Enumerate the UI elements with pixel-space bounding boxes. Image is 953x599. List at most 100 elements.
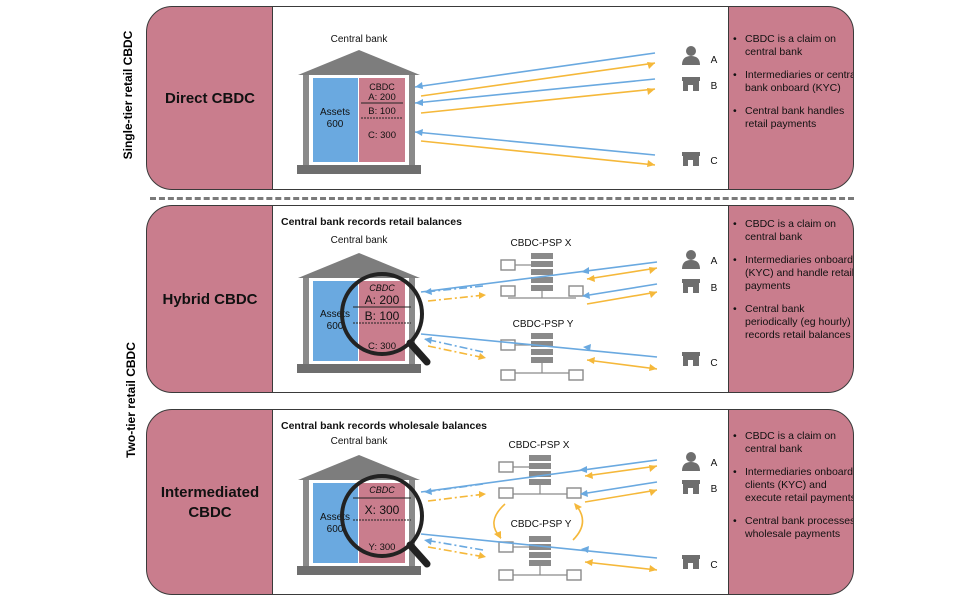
arrowhead [494, 531, 501, 539]
cbdc-ledger-block [359, 483, 405, 563]
hybrid-cbdc-diagram: Central bank records retail balances Cen… [281, 216, 718, 381]
arrow-orange [584, 465, 658, 477]
panel-title: Hybrid CBDC [162, 291, 258, 308]
shop-icon [682, 480, 700, 494]
magnifier-icon [340, 272, 431, 366]
building-roof [298, 253, 420, 278]
building-roof [298, 455, 420, 480]
two-tier-label: Two-tier retail CBDC [124, 342, 138, 458]
arrowhead [649, 565, 657, 572]
user-label: B [711, 484, 718, 495]
arrowhead [574, 503, 582, 510]
assets-label: Assets [320, 107, 350, 118]
arrow-blue [420, 333, 658, 358]
arrowhead [580, 490, 588, 497]
intermediated-cbdc-diagram: Central bank records wholesale balances … [281, 420, 718, 581]
arrow-orange [420, 88, 656, 114]
diagram-canvas: Central bank records retail balances Cen… [272, 206, 729, 392]
assets-label: Assets [320, 512, 350, 523]
building-label: Central bank [331, 34, 389, 45]
shop-icon [682, 77, 700, 91]
note-item: Central bank handles retail payments [733, 105, 853, 131]
arrowhead [585, 559, 593, 566]
shop-icon [682, 555, 700, 569]
building-column-left [303, 278, 309, 364]
direct-cbdc-panel: Direct CBDC Central bank Assets 600 CBDC… [146, 6, 854, 190]
single-tier-label: Single-tier retail CBDC [121, 30, 135, 160]
building-label: Central bank [331, 235, 389, 246]
building-base [297, 165, 421, 174]
user-label: C [710, 560, 717, 571]
arrowhead [649, 364, 657, 371]
cbdc-ledger-block [359, 281, 405, 361]
building-column-left [303, 480, 309, 566]
ledger-row: A: 200 [368, 92, 395, 103]
magnifier-icon [340, 474, 431, 568]
arrow-blue [420, 533, 658, 559]
notes-list: CBDC is a claim on central bank Intermed… [727, 430, 853, 551]
ledger-header: CBDC [369, 283, 395, 293]
ledger-row: A: 200 [365, 293, 400, 307]
psp-label: CBDC-PSP X [509, 440, 570, 451]
intermediated-cbdc-panel: Intermediated CBDC Central bank records … [146, 409, 854, 595]
shop-icon [682, 279, 700, 293]
arrowhead [478, 353, 486, 360]
note-item: CBDC is a claim on central bank [733, 218, 853, 244]
arrowhead [587, 357, 595, 364]
note-item: Intermediaries onboard clients (KYC) and… [733, 466, 853, 505]
arrowhead [424, 337, 432, 344]
tier-divider [150, 197, 854, 200]
psp-label: CBDC-PSP X [511, 238, 572, 249]
arrow-orange-dashed [427, 294, 486, 302]
user-label: A [711, 256, 718, 267]
arrowhead [587, 275, 595, 282]
server-network-icon [500, 333, 584, 381]
panel-title: Direct CBDC [164, 90, 255, 107]
arrow-blue [420, 459, 658, 493]
arrow-blue-dashed [424, 539, 484, 551]
arrow-orange-curve [572, 503, 584, 541]
user-label: C [710, 156, 717, 167]
arrowhead [415, 82, 423, 89]
arrowhead [649, 291, 657, 298]
arrow-orange [420, 62, 656, 97]
arrowhead [478, 552, 486, 559]
arrow-orange [584, 489, 658, 503]
arrow-blue-dashed [424, 338, 484, 353]
building-base [297, 364, 421, 373]
building-label: Central bank [331, 436, 389, 447]
arrowhead [649, 465, 657, 472]
ledger-row: B: 100 [368, 106, 395, 117]
arrow-blue [580, 481, 658, 495]
arrowhead [582, 292, 590, 299]
notes-list: CBDC is a claim on central bank Intermed… [727, 33, 853, 141]
diagram-canvas: Central bank Assets 600 CBDC A: 200 B: 1… [272, 7, 729, 189]
ledger-row: X: 300 [365, 503, 400, 517]
arrowhead [649, 267, 657, 274]
note-item: CBDC is a claim on central bank [733, 33, 853, 59]
server-network-icon [498, 536, 582, 581]
arrow-orange-dashed [427, 546, 486, 558]
person-icon [682, 452, 700, 471]
arrowhead [647, 88, 655, 95]
hybrid-cbdc-panel: Hybrid CBDC Central bank records retail … [146, 205, 854, 393]
shop-icon [682, 152, 700, 166]
note-item: CBDC is a claim on central bank [733, 430, 853, 456]
server-network-icon [500, 253, 584, 299]
cbdc-ledger-block [359, 78, 405, 162]
note-item: Intermediaries onboard (KYC) and handle … [733, 254, 853, 293]
arrow-orange-dashed [427, 493, 486, 502]
arrowhead [424, 538, 432, 545]
arrowhead [479, 491, 486, 498]
building-column-right [409, 278, 415, 364]
arrowhead [585, 472, 593, 479]
ledger-header: CBDC [369, 485, 395, 495]
diagram-canvas: Central bank records wholesale balances … [272, 410, 729, 594]
shop-icon [682, 352, 700, 366]
arrow-orange [584, 561, 658, 571]
arrow-blue [420, 261, 658, 293]
building-base [297, 566, 421, 575]
arrowhead [579, 466, 587, 473]
direct-cbdc-diagram: Central bank Assets 600 CBDC A: 200 B: 1… [297, 34, 718, 174]
arrowhead [647, 62, 655, 69]
